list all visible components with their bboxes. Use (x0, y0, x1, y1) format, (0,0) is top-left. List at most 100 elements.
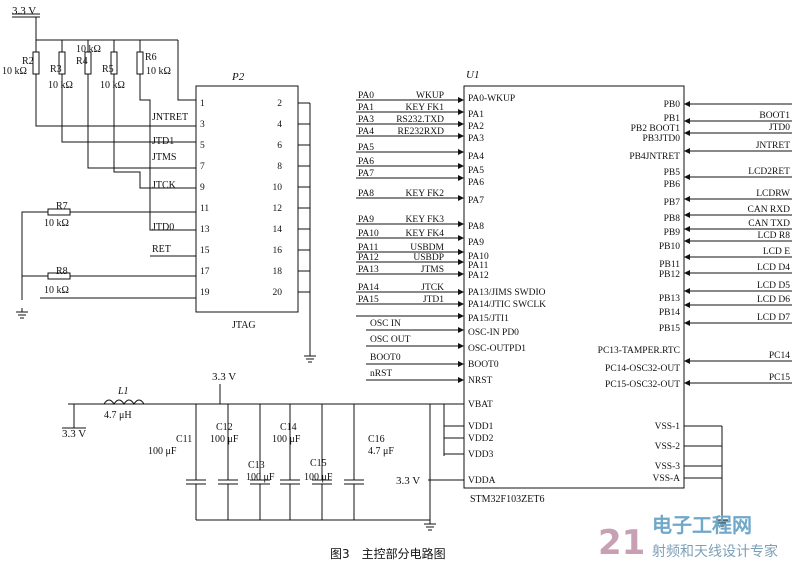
mcu-pin-pb12: PB12 (659, 270, 680, 280)
arrow-right-lcd-r8 (684, 238, 690, 244)
mcu-pin-nrst: NRST (468, 376, 492, 386)
c11-name: C11 (176, 434, 192, 445)
watermark-brand: 电子工程网 (652, 513, 752, 537)
mcu-func-10: JTCK (421, 283, 444, 293)
arrow-right-lcd-d7 (684, 320, 690, 326)
jtag-connector-body (195, 85, 299, 313)
arrow-right-lcd-d4 (684, 270, 690, 276)
c13-name: C13 (248, 460, 265, 471)
inductor-l1 (103, 399, 145, 405)
arrow-right-boot1 (684, 118, 690, 124)
mcu-net-right-lcd-d4: LCD D4 (757, 263, 790, 273)
jtag-pin-4: 4 (277, 120, 282, 130)
mcu-net-right-lcd-d5: LCD D5 (757, 281, 790, 291)
jtag-pin-3: 3 (200, 120, 205, 130)
mcu-net-pa6: PA6 (358, 157, 374, 167)
arrow-pa8 (458, 195, 464, 201)
arrow-pa7 (458, 175, 464, 181)
c15-value: 100 μF (304, 472, 333, 483)
jtag-signal-jtms: JTMS (152, 152, 176, 163)
mcu-pin-pa14-jtic-swclk: PA14/JTIC SWCLK (468, 300, 546, 310)
arrow-pa15 (458, 301, 464, 307)
c14-name: C14 (280, 422, 297, 433)
jtag-pin-8: 8 (277, 162, 282, 172)
mcu-func-6: KEY FK4 (406, 229, 445, 239)
c14-value: 100 μF (272, 434, 301, 445)
arrow-right-can-rxd (684, 212, 690, 218)
mcu-net-pa9: PA9 (358, 215, 374, 225)
resistor-pullup-0 (32, 51, 40, 75)
mcu-pin-pa6: PA6 (468, 178, 484, 188)
mcu-pin-pa12: PA12 (468, 271, 489, 281)
r8-name: R8 (56, 266, 68, 277)
arrow-right-jtd0 (684, 130, 690, 136)
mcu-pin-pb3jtd0: PB3JTD0 (643, 134, 681, 144)
mcu-pin-vss-3: VSS-3 (655, 462, 681, 472)
r4-name: R4 (76, 56, 88, 67)
jtag-pin-1: 1 (200, 99, 205, 109)
figure-caption: 图3 主控部分电路图 (330, 546, 446, 561)
arrow-right-pc14 (684, 358, 690, 364)
jtag-pin-9: 9 (200, 183, 205, 193)
mcu-func-11: JTD1 (423, 295, 444, 305)
r3-value: 10 kΩ (48, 80, 73, 91)
mcu-net-pa3: PA3 (358, 115, 374, 125)
arrow-pa6 (458, 163, 464, 169)
mcu-pin-pb11: PB11 (659, 260, 680, 270)
mcu-func-3: RE232RXD (398, 127, 445, 137)
mcu-pin-pa0-wkup: PA0-WKUP (468, 94, 515, 104)
mcu-net-right-jntret: JNTRET (756, 141, 791, 151)
mcu-func-2: RS232.TXD (396, 115, 444, 125)
jtag-signal-jtd0: JTD0 (152, 222, 174, 233)
mcu-pin-pb4jntret: PB4JNTRET (629, 152, 680, 162)
mcu-pin-vdd3: VDD3 (468, 450, 494, 460)
arrow-pa13 (458, 271, 464, 277)
mcu-net-pa10: PA10 (358, 229, 379, 239)
mcu-pin-boot0: BOOT0 (468, 360, 499, 370)
arrow-pa14 (458, 289, 464, 295)
resistor-pullup-4 (136, 51, 144, 75)
mcu-pin-pa1: PA1 (468, 110, 484, 120)
mcu-pin-pc14-osc32-out: PC14-OSC32-OUT (605, 364, 680, 374)
mcu-pin-pc13-tamper-rtc: PC13-TAMPER.RTC (598, 346, 680, 356)
mcu-part: STM32F103ZET6 (470, 494, 544, 505)
mcu-pin-vdda: VDDA (468, 476, 496, 486)
mcu-pin-pa7: PA7 (468, 196, 484, 206)
arrow-pb0 (684, 101, 690, 107)
mcu-net-right-pc15: PC15 (769, 373, 790, 383)
mcu-pin-pb1: PB1 (664, 114, 681, 124)
jtag-name: JTAG (232, 320, 256, 331)
mcu-net-right-can-txd: CAN TXD (748, 219, 790, 229)
mcu-body (463, 85, 685, 489)
arrow-pa5 (458, 149, 464, 155)
arrow-pa10 (458, 235, 464, 241)
l1-value: 4.7 μH (104, 410, 132, 421)
arrow-osc-out (458, 343, 464, 349)
r6-name: R6 (145, 52, 157, 63)
mcu-net-pa0: PA0 (358, 91, 374, 101)
jtag-pin-11: 11 (200, 204, 209, 214)
watermark-tagline: 射频和天线设计专家 (652, 543, 778, 560)
mcu-pin-pb10: PB10 (659, 242, 680, 252)
jtag-ref: P2 (231, 71, 245, 83)
mcu-net-pa14: PA14 (358, 283, 379, 293)
c16-name: C16 (368, 434, 385, 445)
mcu-net-right-pc14: PC14 (769, 351, 790, 361)
r7-to-gnd (21, 211, 48, 300)
arrow-right-pc15 (684, 380, 690, 386)
jtag-pin-7: 7 (200, 162, 205, 172)
jtag-pin-19: 19 (200, 288, 210, 298)
mcu-pin-pa11: PA11 (468, 261, 489, 271)
vcc-label-top: 3.3 V (12, 5, 36, 17)
jtag-pin-2: 2 (277, 99, 282, 109)
watermark-number: 21 (598, 523, 645, 563)
net-jtms-pin7 (87, 92, 196, 169)
mcu-pin-vbat: VBAT (468, 400, 493, 410)
r7-name: R7 (56, 201, 68, 212)
mcu-pin-pb13: PB13 (659, 294, 680, 304)
mcu-net-right-lcd-d6: LCD D6 (757, 295, 790, 305)
jtag-signal-ret: RET (152, 244, 171, 255)
arrow-pa0 (458, 97, 464, 103)
wire-layer (12, 13, 792, 531)
